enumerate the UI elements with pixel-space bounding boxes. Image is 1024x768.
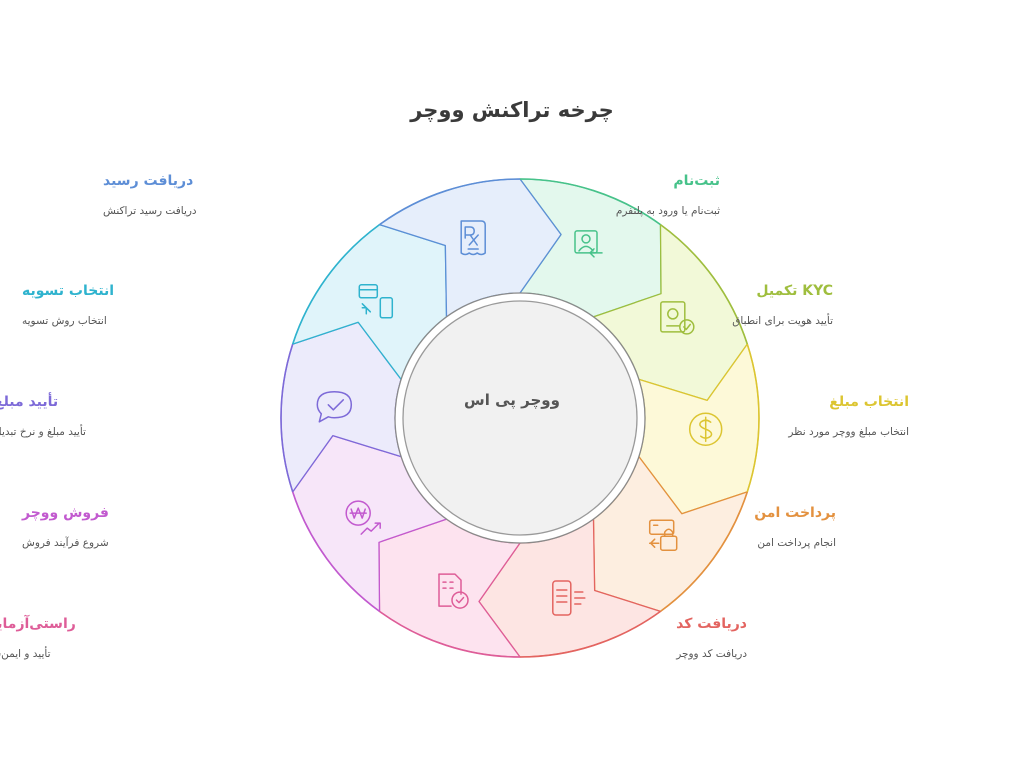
- dollar-coin-icon: [688, 412, 723, 446]
- step-label-signup: ثبت‌نام ثبت‌نام یا ورود به پلتفرم: [470, 172, 720, 218]
- step-heading: تأیید مبلغ: [0, 394, 59, 410]
- wheel-segment-rim: [291, 223, 380, 345]
- step-heading: انتخاب تسویه: [22, 283, 115, 299]
- step-description: انجام پرداخت امن: [757, 537, 836, 549]
- step-heading: فروش ووچر: [22, 505, 109, 521]
- card-transfer-icon: [358, 284, 394, 319]
- step-description: تأیید و ایمن‌سازی کد: [0, 648, 51, 660]
- step-heading: دریافت کد: [676, 616, 747, 632]
- step-label-secure-payment: پرداخت امن انجام پرداخت امن: [586, 504, 836, 550]
- wheel-segment-rim: [280, 343, 294, 493]
- user-login-icon: [574, 230, 603, 258]
- wheel-segment-rim: [519, 178, 661, 226]
- step-label-verify-code: راستی‌آزمایی کد تأیید و ایمن‌سازی کد: [0, 615, 212, 661]
- step-description: تأیید مبلغ و نرخ تبدیل: [0, 426, 86, 438]
- step-heading: ثبت‌نام: [673, 173, 720, 189]
- step-description: تأیید هویت برای انطباق: [732, 315, 833, 327]
- wheel-segment-rim: [746, 343, 760, 493]
- step-label-sell-voucher: فروش ووچر شروع فرآیند فروش: [22, 504, 272, 550]
- center-label: ووچر پی اس: [464, 391, 560, 409]
- receipt-icon: [460, 220, 486, 256]
- wheel-segment-rim: [379, 610, 521, 658]
- step-description: ثبت‌نام یا ورود به پلتفرم: [615, 205, 720, 217]
- wheel-segment-rim: [519, 610, 661, 658]
- step-label-receipt: دریافت رسید دریافت رسید تراکنش: [103, 172, 353, 218]
- step-description: انتخاب روش تسویه: [22, 315, 107, 327]
- step-heading: دریافت رسید: [103, 173, 194, 189]
- step-heading: راستی‌آزمایی کد: [0, 616, 76, 632]
- code-verify-icon: [438, 573, 469, 609]
- step-description: شروع فرآیند فروش: [22, 537, 109, 549]
- step-description: انتخاب مبلغ ووچر مورد نظر: [788, 426, 909, 438]
- id-verification-icon: [660, 301, 695, 335]
- center-hub: [402, 300, 638, 536]
- wheel-segment-rim: [660, 223, 749, 345]
- step-label-receive-code: دریافت کد دریافت کد ووچر: [497, 615, 747, 661]
- diagram-title: چرخه تراکنش ووچر: [410, 98, 614, 122]
- step-heading: پرداخت امن: [754, 505, 836, 521]
- step-label-kyc: KYC تکمیل تأیید هویت برای انطباق: [583, 282, 833, 328]
- step-description: دریافت رسید تراکنش: [103, 205, 197, 217]
- step-description: دریافت کد ووچر: [676, 648, 747, 660]
- mobile-code-icon: [552, 580, 586, 616]
- wheel-segment-rim: [660, 491, 749, 613]
- wheel-segment-rim: [291, 491, 380, 613]
- step-label-select-amount: انتخاب مبلغ انتخاب مبلغ ووچر مورد نظر: [659, 393, 909, 439]
- step-heading: KYC تکمیل: [756, 283, 833, 299]
- step-label-settlement: انتخاب تسویه انتخاب روش تسویه: [22, 282, 272, 328]
- won-trend-icon: [345, 500, 381, 535]
- wheel-segment-rim: [379, 178, 521, 226]
- step-heading: انتخاب مبلغ: [829, 394, 909, 410]
- lock-payment-icon: [648, 519, 678, 551]
- step-label-confirm-amount: تأیید مبلغ تأیید مبلغ و نرخ تبدیل: [0, 393, 244, 439]
- chat-check-icon: [316, 391, 353, 423]
